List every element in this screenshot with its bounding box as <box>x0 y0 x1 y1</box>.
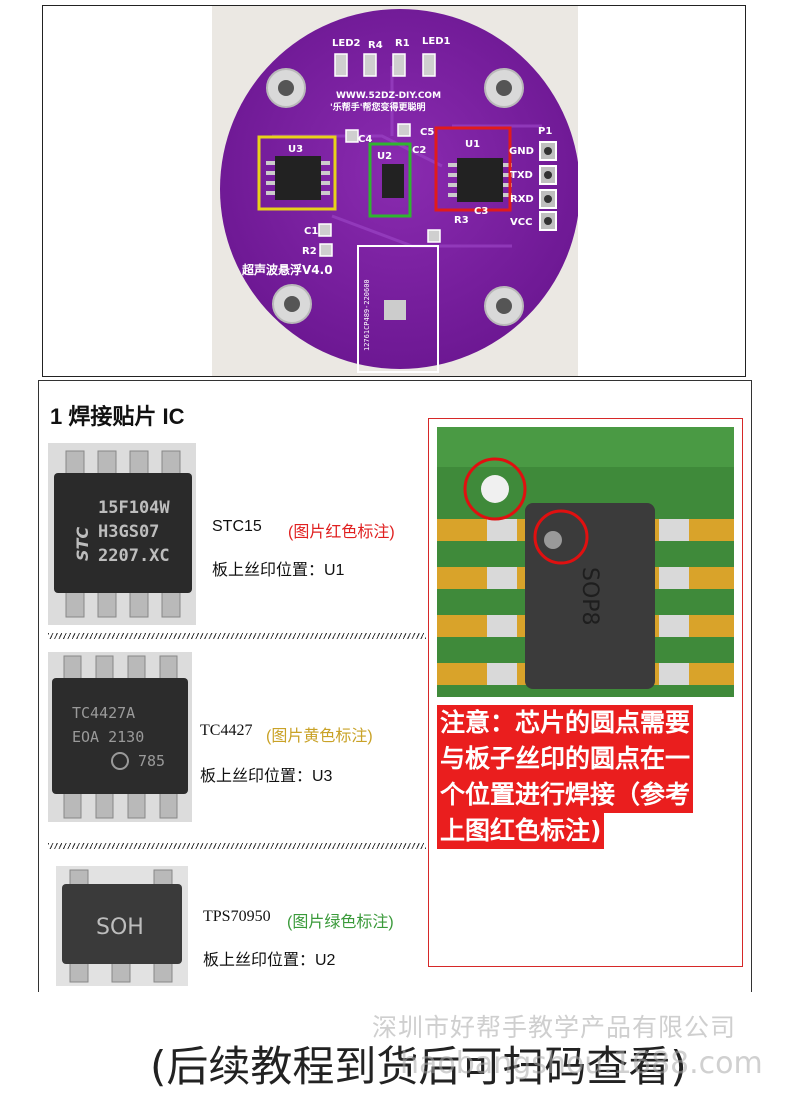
tps70950-chip-marking: SOH <box>96 915 144 940</box>
pcb-label-r1: R1 <box>395 38 410 49</box>
site-watermark: haobangshou.1688.com <box>400 1046 763 1081</box>
tc4427-location: 板上丝印位置：U3 <box>200 768 333 785</box>
notice-line-1: 注意：芯片的圆点需要 <box>437 705 694 741</box>
pcb-url: WWW.52DZ-DIY.COM <box>336 91 441 101</box>
pcb-u1-chip <box>448 158 512 202</box>
stc15-chip-line3: 2207.XC <box>98 546 170 566</box>
pcb-label-gnd: GND <box>509 146 534 157</box>
pcb-label-c3: C3 <box>474 206 488 217</box>
stc15-chip-photo: 15F104W H3GS07 2207.XC STC <box>48 443 196 625</box>
pcb-label-r4: R4 <box>368 40 383 51</box>
pcb-label-led2: LED2 <box>332 38 361 49</box>
tc4427-chip-line3: 785 <box>138 752 165 770</box>
pcb-label-r2: R2 <box>302 246 317 257</box>
pcb-label-u2: U2 <box>377 151 392 162</box>
sop8-label: SOP8 <box>577 567 602 626</box>
notice-line-4: 上图红色标注) <box>437 813 605 849</box>
microchip-logo-icon <box>111 752 129 770</box>
pcb-label-c2: C2 <box>412 145 426 156</box>
pcb-label-c5: C5 <box>420 127 434 138</box>
notice-line-2: 与板子丝印的圆点在一 <box>437 741 694 777</box>
notice-text: 注意：芯片的圆点需要 与板子丝印的圆点在一 个位置进行焊接（参考 上图红色标注) <box>437 705 727 849</box>
sop8-chip-body <box>525 503 655 689</box>
pcb-label-r3: R3 <box>454 215 469 226</box>
pcb-board-graphic: LED2 R4 R1 LED1 WWW.52DZ-DIY.COM '乐帮手'帮您… <box>212 6 578 376</box>
stc15-chip-line2: H3GS07 <box>98 522 159 542</box>
tps70950-note: (图片绿色标注) <box>287 914 394 931</box>
pcb-label-c1: C1 <box>304 226 318 237</box>
stc-brand-logo: STC <box>73 527 92 561</box>
pcb-label-vcc: VCC <box>510 217 532 228</box>
stc15-location: 板上丝印位置：U1 <box>212 562 345 579</box>
section-title: 1 焊接贴片 IC <box>50 404 185 429</box>
pcb-label-led1: LED1 <box>422 36 451 47</box>
tc4427-chip-line2: EOA 2130 <box>72 728 144 746</box>
stc15-chip-line1: 15F104W <box>98 498 170 518</box>
pcb-label-u1: U1 <box>465 139 480 150</box>
chip-dot-highlight-circle <box>533 509 589 565</box>
notice-box <box>428 418 743 967</box>
stc15-note: (图片红色标注) <box>288 524 395 541</box>
stc15-name: STC15 <box>212 518 262 535</box>
pcb-serial: 12761CP489-220600 <box>363 279 371 351</box>
pcb-photo: LED2 R4 R1 LED1 WWW.52DZ-DIY.COM '乐帮手'帮您… <box>212 6 578 376</box>
tps70950-chip-photo: SOH <box>56 866 188 986</box>
board-dot-highlight-circle <box>463 457 527 521</box>
pcb-u2-chip <box>382 164 404 198</box>
tc4427-chip-line1: TC4427A <box>72 704 135 722</box>
u1-highlight-box <box>434 126 512 212</box>
u3-highlight-box <box>257 135 337 211</box>
sop8-footprint-photo: SOP8 <box>437 427 734 697</box>
pcb-label-u3: U3 <box>288 144 303 155</box>
pcb-slogan: '乐帮手'帮您变得更聪明 <box>330 101 426 113</box>
pcb-label-rxd: RXD <box>510 194 534 205</box>
tps70950-location: 板上丝印位置：U2 <box>203 952 336 969</box>
tps70950-name: TPS70950 <box>203 908 271 925</box>
tc4427-name: TC4427 <box>200 722 253 739</box>
pcb-header-p1 <box>539 141 557 231</box>
instructions-panel <box>38 380 752 992</box>
notice-line-3: 个位置进行焊接（参考 <box>437 777 694 813</box>
divider <box>48 633 426 639</box>
pcb-label-txd: TXD <box>510 170 533 181</box>
pcb-u3-chip <box>266 156 330 200</box>
u2-highlight-box <box>368 142 412 218</box>
pcb-label-c4: C4 <box>358 134 372 145</box>
pcb-label-p1: P1 <box>538 126 552 137</box>
company-watermark: 深圳市好帮手教学产品有限公司 <box>372 1013 737 1042</box>
tc4427-note: (图片黄色标注) <box>266 728 373 745</box>
footer-note: (后续教程到货后可扫码查看) <box>150 1042 687 1091</box>
divider <box>48 843 426 849</box>
pcb-board-name: 超声波悬浮V4.0 <box>241 262 333 277</box>
tc4427-chip-photo: TC4427A EOA 2130 785 <box>48 652 192 822</box>
